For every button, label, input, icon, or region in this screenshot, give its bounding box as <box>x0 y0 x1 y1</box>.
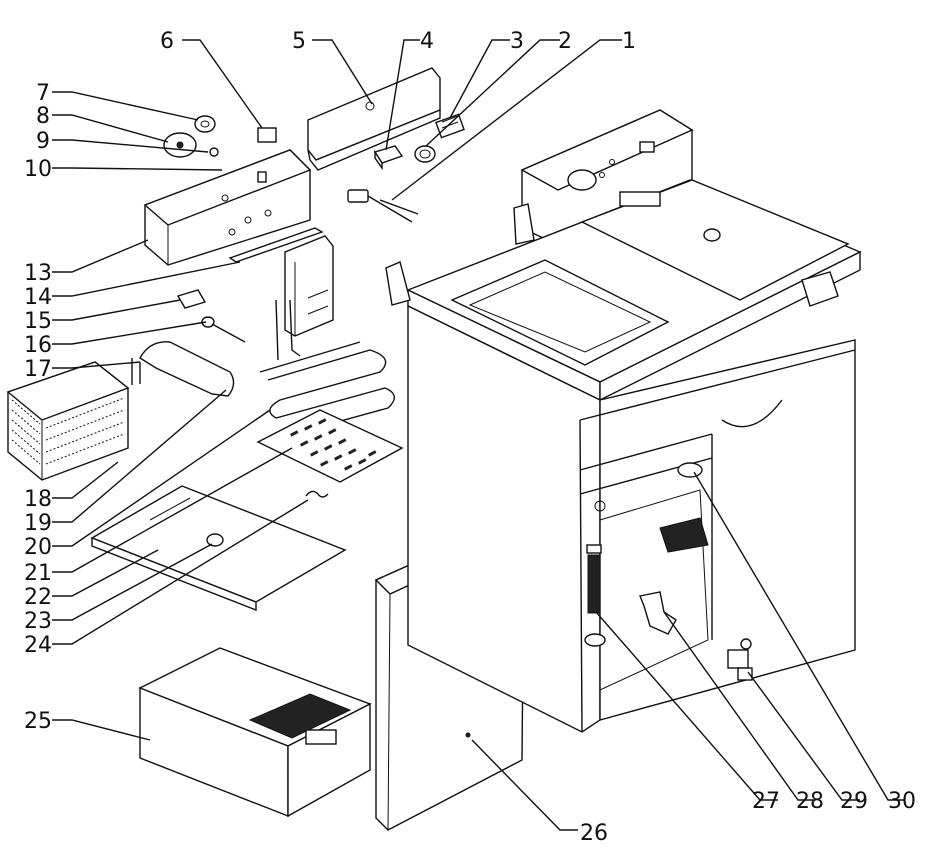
part-thermostat-knob <box>414 145 436 163</box>
callout-15: 15 <box>24 309 52 334</box>
part-probe <box>347 189 419 223</box>
part-heating-element <box>259 299 395 437</box>
callout-23: 23 <box>24 609 52 634</box>
part-control-box <box>143 149 312 266</box>
callout-6: 6 <box>160 29 174 54</box>
part-hook <box>305 490 329 498</box>
part-sensor <box>201 316 246 343</box>
part-connector <box>435 113 465 139</box>
callout-20: 20 <box>24 535 52 560</box>
callout-17: 17 <box>24 357 52 382</box>
callout-29: 29 <box>840 789 868 814</box>
callout-16: 16 <box>24 333 52 358</box>
part-lid-plate <box>90 485 347 612</box>
callout-24: 24 <box>24 633 52 658</box>
part-bracket-plate <box>307 67 441 171</box>
callout-5: 5 <box>292 29 306 54</box>
part-dial <box>163 132 197 158</box>
part-knob-cap <box>194 115 216 133</box>
leader-lines <box>52 39 905 831</box>
callout-21: 21 <box>24 561 52 586</box>
callout-9: 9 <box>36 129 50 154</box>
part-fry-basket <box>6 361 130 481</box>
callout-labels: 6 5 4 3 2 1 7 8 9 10 13 14 15 16 17 18 1… <box>24 29 916 846</box>
part-small-light <box>209 147 219 157</box>
callout-2: 2 <box>558 29 572 54</box>
fryer-main-body <box>385 109 862 733</box>
callout-18: 18 <box>24 487 52 512</box>
callout-26: 26 <box>580 821 608 846</box>
part-mounting-plate <box>228 227 324 263</box>
callout-30: 30 <box>888 789 916 814</box>
part-indicator-lamp <box>257 127 277 143</box>
callout-22: 22 <box>24 585 52 610</box>
callout-4: 4 <box>420 29 434 54</box>
part-drain-tray <box>138 647 372 818</box>
part-drain-tap <box>727 638 753 681</box>
callout-14: 14 <box>24 285 52 310</box>
callout-8: 8 <box>36 104 50 129</box>
part-perforated-rack <box>256 409 404 483</box>
callout-19: 19 <box>24 511 52 536</box>
part-lid-knob <box>206 533 224 547</box>
callout-13: 13 <box>24 261 52 286</box>
callout-25: 25 <box>24 709 52 734</box>
callout-1: 1 <box>622 29 636 54</box>
callout-10: 10 <box>24 157 52 182</box>
part-element-housing <box>284 235 334 337</box>
callout-7: 7 <box>36 81 50 106</box>
callout-27: 27 <box>752 789 780 814</box>
callout-3: 3 <box>510 29 524 54</box>
part-terminal-block <box>176 289 207 309</box>
callout-28: 28 <box>796 789 824 814</box>
part-basket-handle <box>131 341 235 397</box>
part-switch-block <box>373 145 404 171</box>
